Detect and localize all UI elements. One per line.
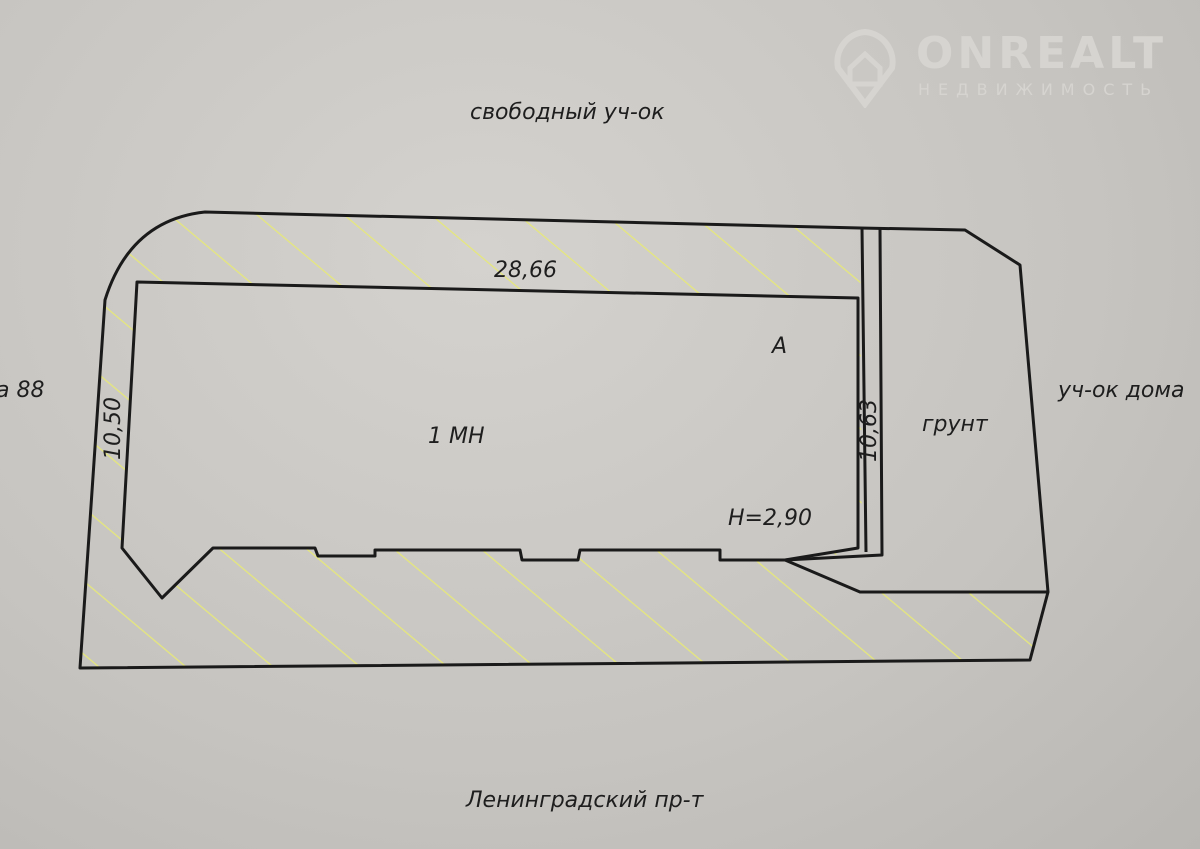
adjacent-room-label: грунт bbox=[922, 412, 988, 437]
inner-room-outline bbox=[120, 280, 860, 600]
dimension-top: 28,66 bbox=[494, 258, 557, 283]
dimension-left: 10,50 bbox=[100, 397, 126, 460]
room-letter: А bbox=[772, 334, 788, 359]
label-bottom: Ленинградский пр-т bbox=[466, 788, 704, 813]
outer-wall bbox=[78, 210, 1050, 670]
watermark-subtitle: НЕДВИЖИМОСТЬ bbox=[918, 80, 1160, 99]
label-left: а 88 bbox=[0, 378, 45, 403]
label-right: уч-ок дома bbox=[1058, 378, 1185, 403]
dimension-right: 10,63 bbox=[856, 399, 882, 462]
wall-hatching bbox=[80, 212, 1048, 668]
watermark-brand: ONREALT bbox=[916, 28, 1167, 79]
house-pin-icon bbox=[834, 28, 896, 108]
room-name: 1 МН bbox=[428, 424, 485, 449]
ceiling-height: Н=2,90 bbox=[728, 506, 812, 531]
partition-wall bbox=[783, 227, 1048, 594]
label-top: свободный уч-ок bbox=[470, 100, 665, 125]
